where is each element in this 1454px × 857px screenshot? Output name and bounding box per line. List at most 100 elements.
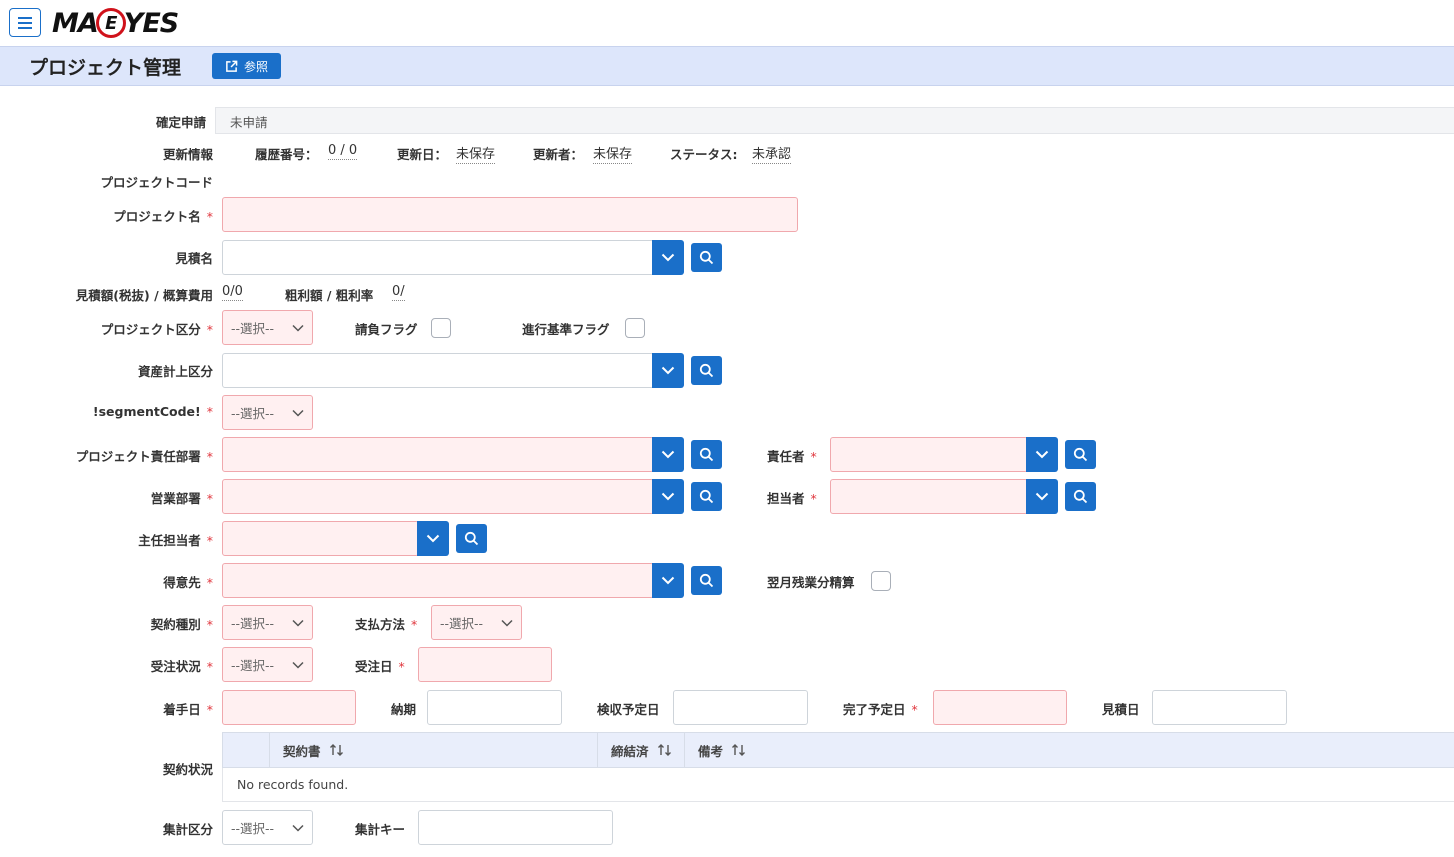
search-icon [699,447,714,462]
chevron-down-icon [426,534,440,543]
reference-button[interactable]: 参照 [212,53,281,79]
person-in-charge-search-button[interactable] [1065,482,1096,511]
chevron-down-icon [501,619,513,627]
order-date-label: 受注日* [355,659,405,674]
logo-text-right: YES [123,7,179,39]
chevron-down-icon [661,366,675,375]
status-value: 未承認 [752,143,792,164]
delivery-input[interactable] [427,690,562,725]
chevron-down-icon [661,450,675,459]
aggregate-category-label: 集計区分 [162,822,213,837]
page-title: プロジェクト管理 [29,57,182,79]
estimate-name-input[interactable] [222,240,654,275]
history-value: 0 / 0 [328,143,358,160]
sort-icon [657,744,671,756]
title-bar: プロジェクト管理 参照 [0,46,1454,86]
chevron-down-icon [661,253,675,262]
confirm-status-value: 未申請 [230,115,268,130]
contract-table-empty-row: No records found. [222,768,1454,802]
aggregate-key-label: 集計キー [355,822,406,837]
inspection-date-label: 検収予定日 [597,702,660,717]
sales-dept-dropdown-button[interactable] [652,479,684,514]
contract-table: 契約書 締結済 備考 No records found. [222,732,1454,802]
search-icon [699,573,714,588]
updated-by-label: 更新者： [533,147,584,162]
contract-type-select[interactable]: --選択-- [222,605,313,640]
search-icon [464,531,479,546]
gross-profit-label: 粗利額 / 粗利率 [285,288,374,303]
estimate-amount-label: 見積額(税抜) / 概算費用 [75,288,213,303]
start-date-label: 着手日* [163,702,213,717]
customer-dropdown-button[interactable] [652,563,684,598]
responsible-search-button[interactable] [1065,440,1096,469]
order-status-select[interactable]: --選択-- [222,647,313,682]
customer-search-button[interactable] [691,566,722,595]
update-info-label: 更新情報 [162,147,213,162]
top-bar: MA E YES [0,0,1454,46]
chevron-down-icon [292,661,304,669]
aggregate-key-input[interactable] [418,810,613,845]
estimate-amount-value: 0/0 [222,284,243,301]
progress-flag-label: 進行基準フラグ [522,322,610,337]
column-header-notes[interactable]: 備考 [684,733,1454,767]
person-in-charge-input[interactable] [830,479,1028,514]
payment-method-select[interactable]: --選択-- [431,605,522,640]
contract-status-label: 契約状況 [162,762,213,777]
status-label: ステータス: [670,147,738,162]
confirm-label: 確定申請 [155,115,206,130]
responsible-dropdown-button[interactable] [1026,437,1058,472]
column-header-contract[interactable]: 契約書 [269,733,597,767]
project-dept-input[interactable] [222,437,654,472]
completion-date-input[interactable] [933,690,1067,725]
subcontract-flag-checkbox[interactable] [431,318,451,338]
completion-date-label: 完了予定日* [843,702,918,717]
project-name-label: プロジェクト名* [113,209,213,224]
person-in-charge-label: 担当者* [767,491,817,506]
chief-dropdown-button[interactable] [417,521,449,556]
estimate-name-dropdown-button[interactable] [652,240,684,275]
progress-flag-checkbox[interactable] [625,318,645,338]
person-in-charge-dropdown-button[interactable] [1026,479,1058,514]
hamburger-menu-icon[interactable] [9,8,41,37]
asset-category-label: 資産計上区分 [137,364,213,379]
customer-input[interactable] [222,563,654,598]
column-header-concluded[interactable]: 締結済 [597,733,684,767]
next-month-overtime-checkbox[interactable] [871,571,891,591]
chief-input[interactable] [222,521,419,556]
sort-icon [329,744,343,756]
project-dept-dropdown-button[interactable] [652,437,684,472]
chevron-down-icon [292,619,304,627]
search-icon [699,489,714,504]
chevron-down-icon [661,492,675,501]
logo-ring: E [95,8,126,38]
logo[interactable]: MA E YES [52,4,179,42]
inspection-date-input[interactable] [673,690,808,725]
project-dept-search-button[interactable] [691,440,722,469]
estimate-date-input[interactable] [1152,690,1287,725]
empty-message: No records found. [237,777,349,792]
search-icon [1073,447,1088,462]
payment-method-label: 支払方法* [355,617,418,632]
confirm-status-box: 未申請 [215,107,1454,134]
next-month-overtime-label: 翌月残業分精算 [767,575,855,590]
asset-category-search-button[interactable] [691,356,722,385]
aggregate-category-select[interactable]: --選択-- [222,810,313,845]
chief-search-button[interactable] [456,524,487,553]
logo-text-left: MA [52,7,99,39]
project-category-select[interactable]: --選択-- [222,310,313,345]
chevron-down-icon [292,824,304,832]
reference-button-label: 参照 [243,59,268,74]
project-dept-label: プロジェクト責任部署* [75,449,213,464]
segment-code-label: !segmentCode!* [92,404,213,419]
estimate-name-search-button[interactable] [691,243,722,272]
sales-dept-input[interactable] [222,479,654,514]
start-date-input[interactable] [222,690,356,725]
asset-category-dropdown-button[interactable] [652,353,684,388]
sales-dept-search-button[interactable] [691,482,722,511]
contract-table-header: 契約書 締結済 備考 [222,732,1454,768]
segment-code-select[interactable]: --選択-- [222,395,313,430]
order-date-input[interactable] [418,647,552,682]
project-name-input[interactable] [222,197,798,232]
responsible-input[interactable] [830,437,1028,472]
asset-category-input[interactable] [222,353,654,388]
